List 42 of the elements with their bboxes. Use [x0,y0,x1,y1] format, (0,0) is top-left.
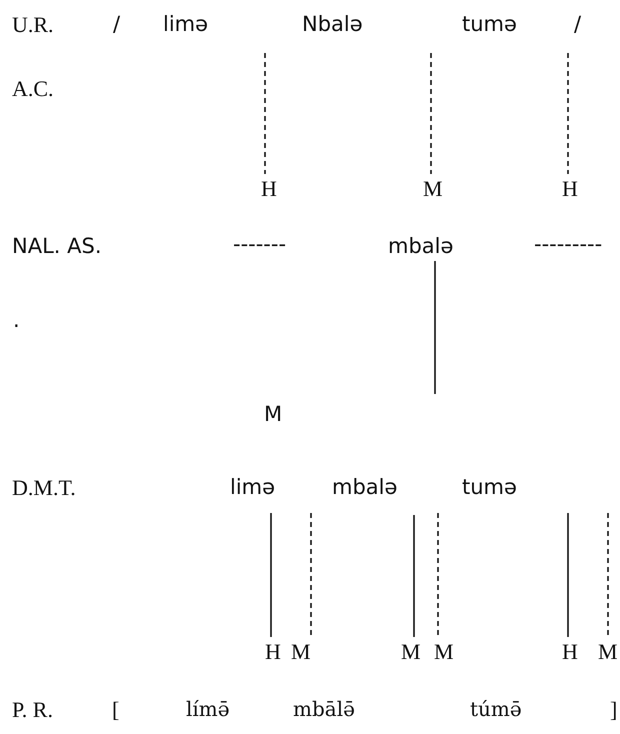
row-label: NAL. AS. [12,236,102,257]
association-line [437,513,439,637]
association-line [567,53,569,174]
association-line [270,513,272,637]
word: mbalə [388,236,454,257]
association-line [430,53,432,174]
row-label: A.C. [12,78,54,100]
bracket-text: ] [610,699,618,721]
dot-text: . [13,310,20,331]
word: límə̄ [186,699,230,719]
tone-letter: M [598,641,618,663]
tone-letter: M [423,178,443,200]
dash-text: --------- [534,234,602,255]
word: Nbalə [302,14,363,35]
tone-letter: M [291,641,311,663]
tone-letter: H [261,178,277,200]
tone-letter: M [264,404,282,425]
association-line [264,53,266,174]
bracket-text: [ [112,699,120,721]
association-line [413,515,415,637]
word: túmə̄ [470,699,522,719]
bracket-text: / [113,14,120,35]
association-line [310,513,312,637]
row-label: D.M.T. [12,477,76,499]
tone-letter: H [265,641,281,663]
bracket-text: / [574,14,582,35]
association-line [607,513,609,637]
association-line [567,513,569,637]
tone-letter: M [434,641,454,663]
word: tumə [462,14,517,35]
dash-text: ------- [233,234,286,255]
word: mbālə̄ [293,699,355,719]
word: tumə [462,477,517,498]
word: mbalə [332,477,398,498]
tone-letter: M [401,641,421,663]
association-line [434,261,436,394]
word: limə [230,477,276,498]
tone-letter: H [562,178,578,200]
row-label: P. R. [12,699,53,721]
word: limə [163,14,208,35]
row-label: U.R. [12,14,54,36]
tone-letter: H [562,641,578,663]
